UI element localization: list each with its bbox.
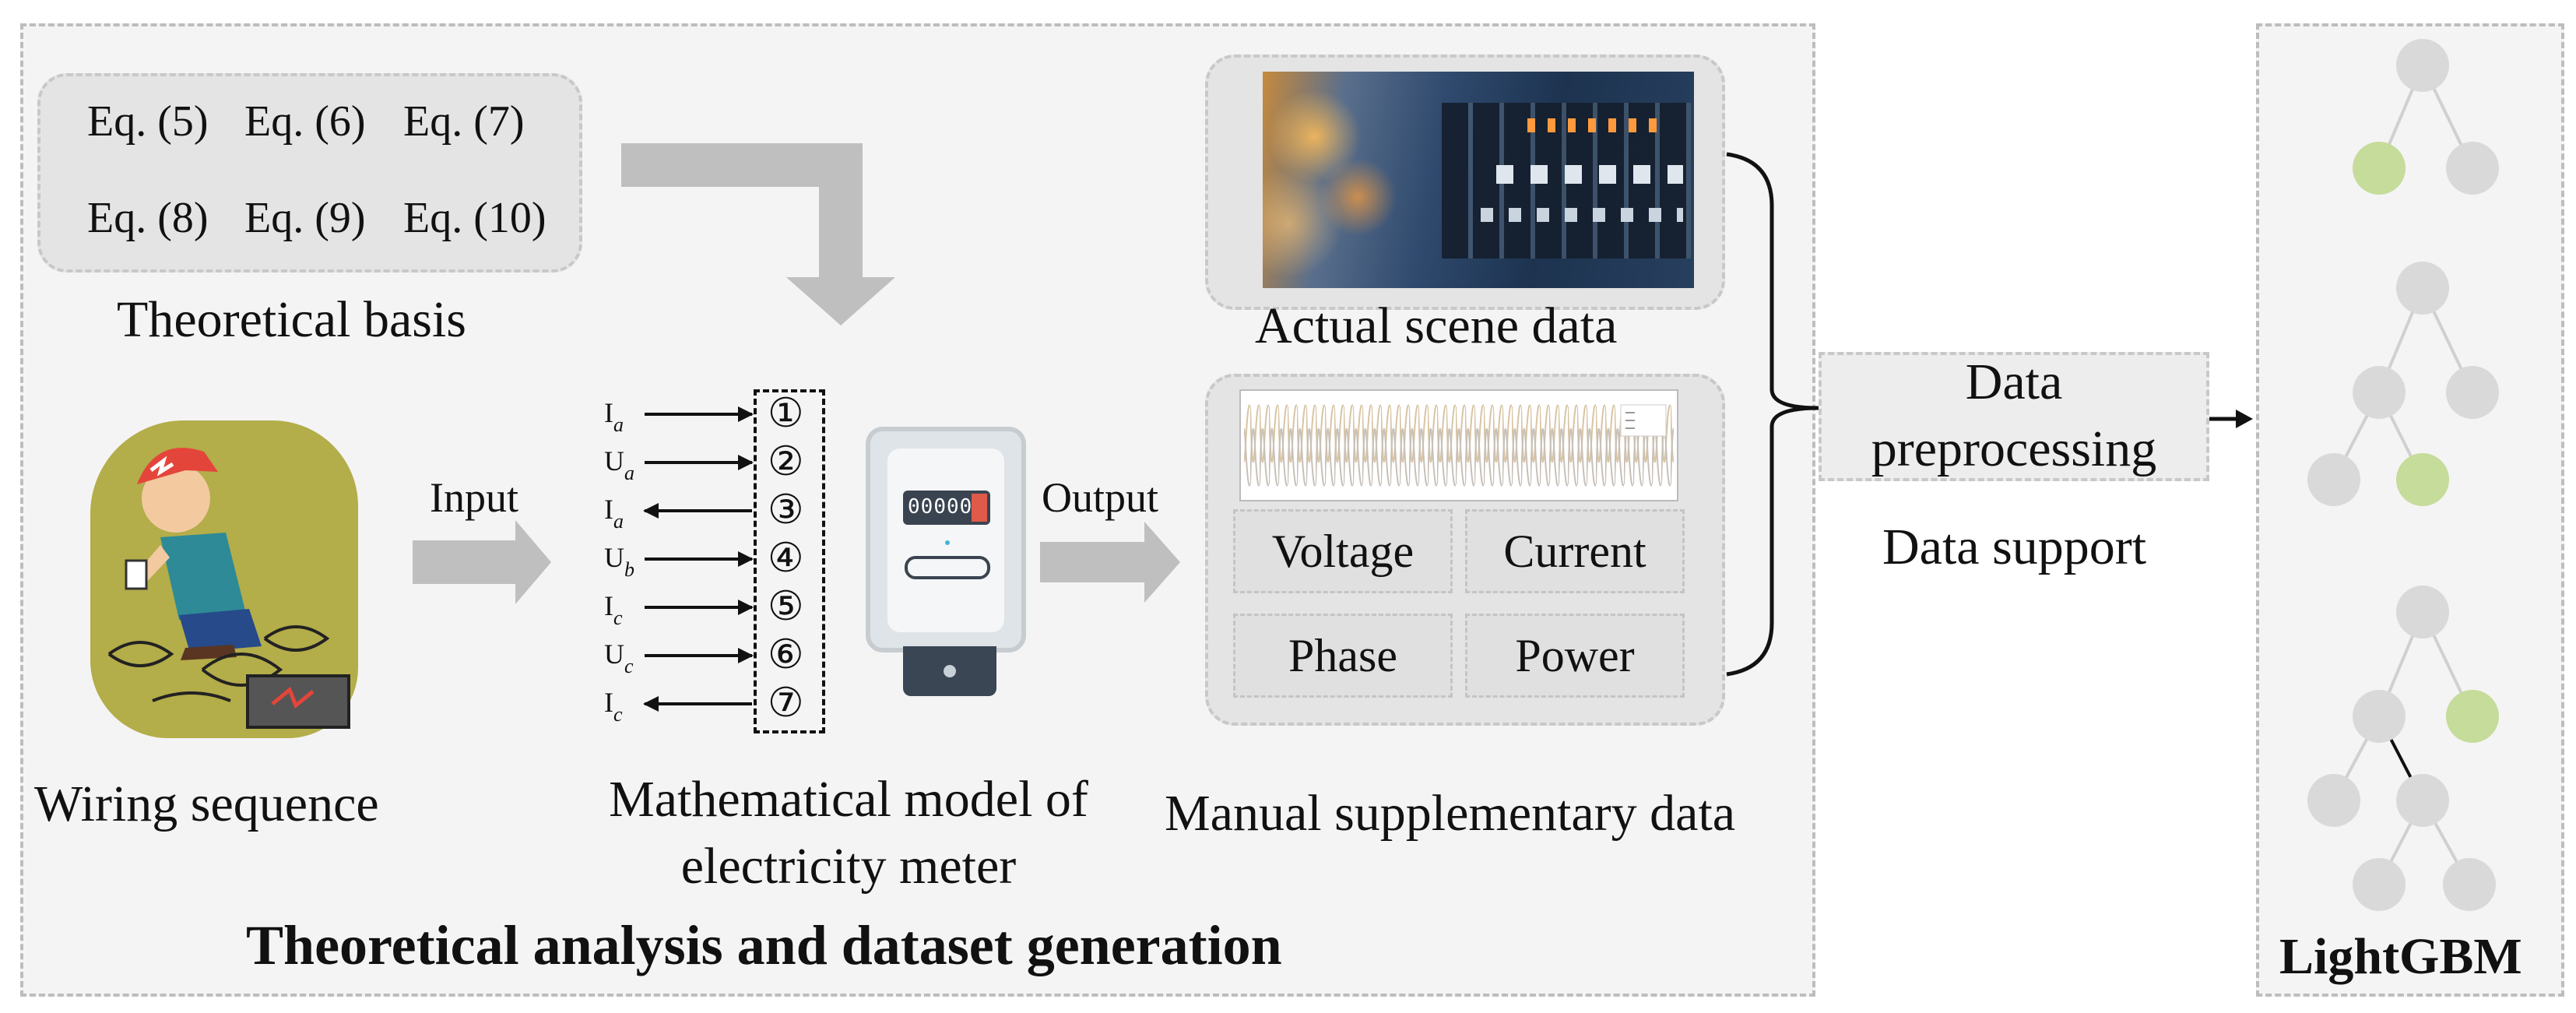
- equation-10: Eq. (10): [403, 194, 546, 242]
- io-line-number: ①: [768, 392, 804, 436]
- lightgbm-label: LightGBM: [2279, 928, 2522, 985]
- section-title: Theoretical analysis and dataset generat…: [246, 914, 1282, 976]
- equation-8: Eq. (8): [87, 194, 209, 242]
- data-support-label: Data support: [1882, 519, 2147, 575]
- io-line-base: I: [604, 397, 613, 428]
- io-line-base: I: [604, 494, 613, 525]
- equation-6: Eq. (6): [244, 97, 366, 146]
- io-line-subscript: a: [613, 413, 624, 436]
- preprocessing-line1: Data: [1965, 353, 2063, 410]
- io-line-label: Ia: [604, 494, 624, 532]
- terminal-box: [754, 389, 825, 733]
- io-line-label: Ia: [604, 397, 624, 435]
- io-line-label: Ic: [604, 687, 623, 725]
- io-line-subscript: c: [613, 607, 623, 629]
- equation-5: Eq. (5): [87, 97, 209, 146]
- io-line-base: U: [604, 638, 624, 670]
- data-preprocessing-box: [1819, 352, 2209, 481]
- io-line-base: I: [604, 687, 613, 718]
- io-line-number: ③: [768, 488, 804, 533]
- theoretical-basis-box: [37, 73, 582, 273]
- waveform-plot: [1239, 389, 1678, 501]
- io-line-label: Ic: [604, 590, 623, 628]
- theoretical-basis-label: Theoretical basis: [117, 291, 466, 348]
- io-line-label: Ua: [604, 445, 634, 484]
- actual-scene-label: Actual scene data: [1255, 297, 1618, 354]
- io-line-subscript: a: [624, 462, 634, 484]
- manual-data-label: Manual supplementary data: [1165, 785, 1736, 842]
- io-line-number: ④: [768, 536, 804, 581]
- io-line-subscript: a: [613, 510, 624, 533]
- io-line-base: U: [604, 542, 624, 573]
- io-line-number: ⑤: [768, 585, 804, 629]
- meter-base: [903, 646, 996, 696]
- model-label-line2: electricity meter: [680, 838, 1017, 895]
- lightgbm-panel: [2256, 23, 2564, 997]
- io-line-number: ②: [768, 440, 804, 484]
- io-line-subscript: b: [624, 558, 634, 581]
- wiring-sequence-label: Wiring sequence: [34, 776, 379, 832]
- io-line-number: ⑥: [768, 633, 804, 677]
- io-line-subscript: c: [613, 703, 623, 726]
- model-label-line1: Mathematical model of: [609, 771, 1088, 828]
- voltage-cell: Voltage: [1233, 509, 1453, 593]
- output-label: Output: [1042, 474, 1159, 521]
- io-line-label: Uc: [604, 638, 634, 677]
- current-cell: Current: [1465, 509, 1685, 593]
- phase-cell: Phase: [1233, 614, 1453, 698]
- io-line-label: Ub: [604, 542, 634, 580]
- io-line-subscript: c: [624, 655, 634, 677]
- electricity-meter: 000000: [866, 427, 1026, 652]
- control-panel-photo: [1263, 72, 1694, 288]
- equation-9: Eq. (9): [244, 194, 366, 242]
- power-cell: Power: [1465, 614, 1685, 698]
- io-line-base: U: [604, 445, 624, 477]
- input-label: Input: [430, 474, 518, 521]
- preprocessing-line2: preprocessing: [1871, 420, 2157, 477]
- io-line-number: ⑦: [768, 681, 804, 726]
- equation-7: Eq. (7): [403, 97, 525, 146]
- io-line-base: I: [604, 590, 613, 621]
